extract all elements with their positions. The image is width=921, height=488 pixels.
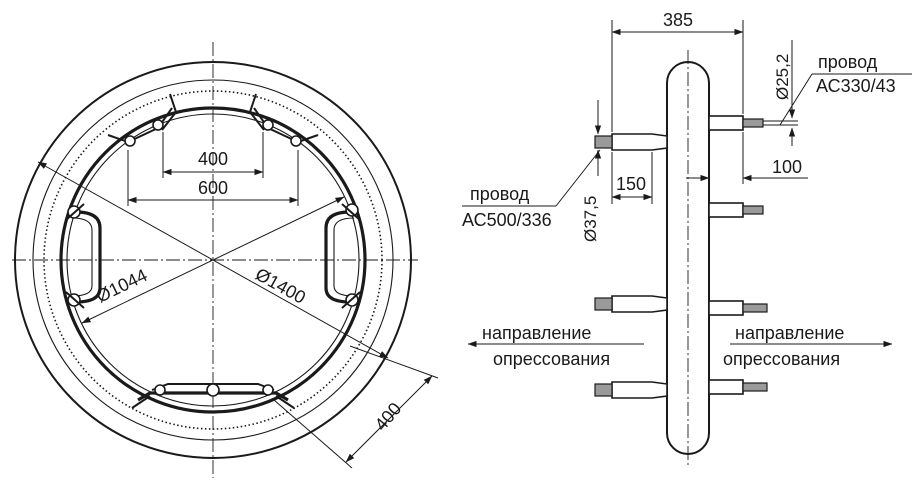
- dim-100: 100: [772, 157, 802, 177]
- right-stub-4: [708, 379, 768, 395]
- dim-diameter-1400: Ø1400: [252, 264, 309, 308]
- dim-400-inner: 400: [198, 149, 228, 169]
- direction-left-label-1: направление: [482, 323, 591, 343]
- dim-600-outer: 600: [198, 178, 228, 198]
- ring-inner-edge: [32, 79, 394, 441]
- outer-ring: [14, 61, 412, 459]
- side-view: 385 Ø25,2 провод АС330/43 100 150 Ø37,5 …: [462, 10, 912, 466]
- wire-left-label-1: провод: [470, 184, 530, 204]
- dim-400-radial: 400: [371, 399, 406, 435]
- ext-line-radial-lower: [273, 399, 353, 469]
- ring-view: 400 600 Ø1044 Ø1400 400: [12, 42, 439, 478]
- left-stub-top: [594, 133, 668, 151]
- direction-left-label-2: опрессования: [493, 349, 610, 369]
- wire-right-label-2: АС330/43: [816, 76, 896, 96]
- left-bracket: [65, 203, 102, 309]
- top-bracket: [107, 93, 319, 147]
- right-stub-top: [708, 115, 798, 131]
- dim-385: 385: [663, 10, 693, 30]
- left-stub-3: [594, 381, 668, 399]
- direction-right-label-2: опрессования: [723, 349, 840, 369]
- bottom-bracket: [131, 383, 295, 409]
- dim-line-radial-400: [345, 375, 433, 463]
- right-bracket: [324, 203, 361, 309]
- leader-right-wire: [779, 73, 813, 126]
- dim-diameter-25-2: Ø25,2: [773, 54, 792, 100]
- diameter-1044-line: [81, 196, 345, 324]
- dim-150: 150: [616, 174, 646, 194]
- left-stub-2: [594, 295, 668, 313]
- wire-right-label-1: провод: [818, 52, 878, 72]
- wire-left-label-2: АС500/336: [462, 210, 552, 230]
- right-stub-2: [708, 202, 764, 218]
- direction-right-label-1: направление: [735, 323, 844, 343]
- ext-line-radial-upper: [349, 345, 439, 379]
- leader-left-wire: [555, 149, 601, 207]
- right-stub-3: [708, 300, 768, 316]
- dim-diameter-37-5: Ø37,5: [581, 196, 600, 242]
